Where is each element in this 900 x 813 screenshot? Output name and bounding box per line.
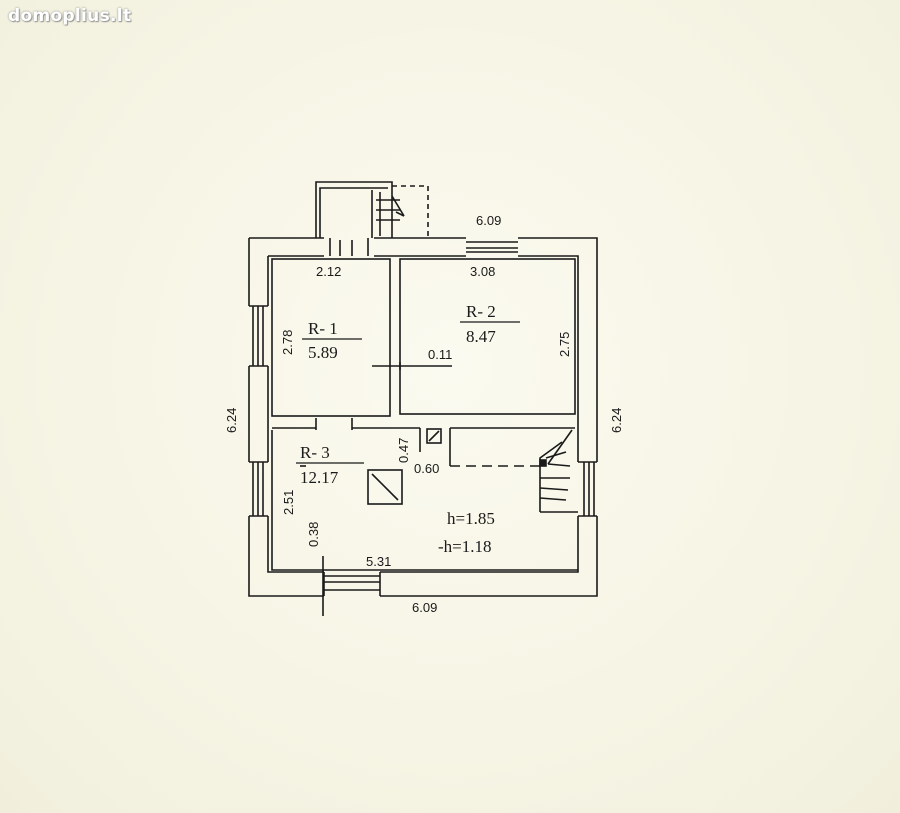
dim-right-outer: 6.24 [609,408,624,433]
room-1-area: 5.89 [308,343,338,362]
window-left-lower [249,461,268,517]
dim-room2-depth: 2.75 [557,332,572,357]
dim-room3-width: 5.31 [366,554,391,569]
room-1-outline [271,258,391,417]
dim-room1-depth: 2.78 [280,330,295,355]
dim-room3-depth: 2.51 [281,490,296,515]
watermark-logo: domoplius.lt [8,6,132,26]
window-bottom [323,572,381,596]
window-right [578,461,597,517]
dim-door-offset: 0.38 [306,522,321,547]
dim-bottom-outer: 6.09 [412,600,437,615]
staircase [539,429,578,513]
room-3-outline [271,430,578,571]
dim-room1-width: 2.12 [316,264,341,279]
room-2-area: 8.47 [466,327,496,346]
room-2-label: R- 2 [466,302,496,321]
min-ceiling-height: -h=1.18 [438,537,492,556]
stove [367,469,403,505]
window-left-upper [249,305,268,367]
outer-wall [248,237,598,597]
window-top [466,241,518,253]
room-2-outline [399,258,576,415]
outer-wall-inner [267,255,579,573]
dim-top-outer: 6.09 [476,213,501,228]
room-3-area: 12.17 [300,468,339,487]
ceiling-height: h=1.85 [447,509,495,528]
room-1-label: R- 1 [308,319,338,338]
dim-niche-depth: 0.47 [396,438,411,463]
room-3-label: R- 3 [300,443,330,462]
dim-partition: 0.11 [428,347,452,362]
dim-room2-width: 3.08 [470,264,495,279]
chimney-small [426,428,442,444]
dim-left-outer: 6.24 [224,408,239,433]
dim-niche-width: 0.60 [414,461,439,476]
